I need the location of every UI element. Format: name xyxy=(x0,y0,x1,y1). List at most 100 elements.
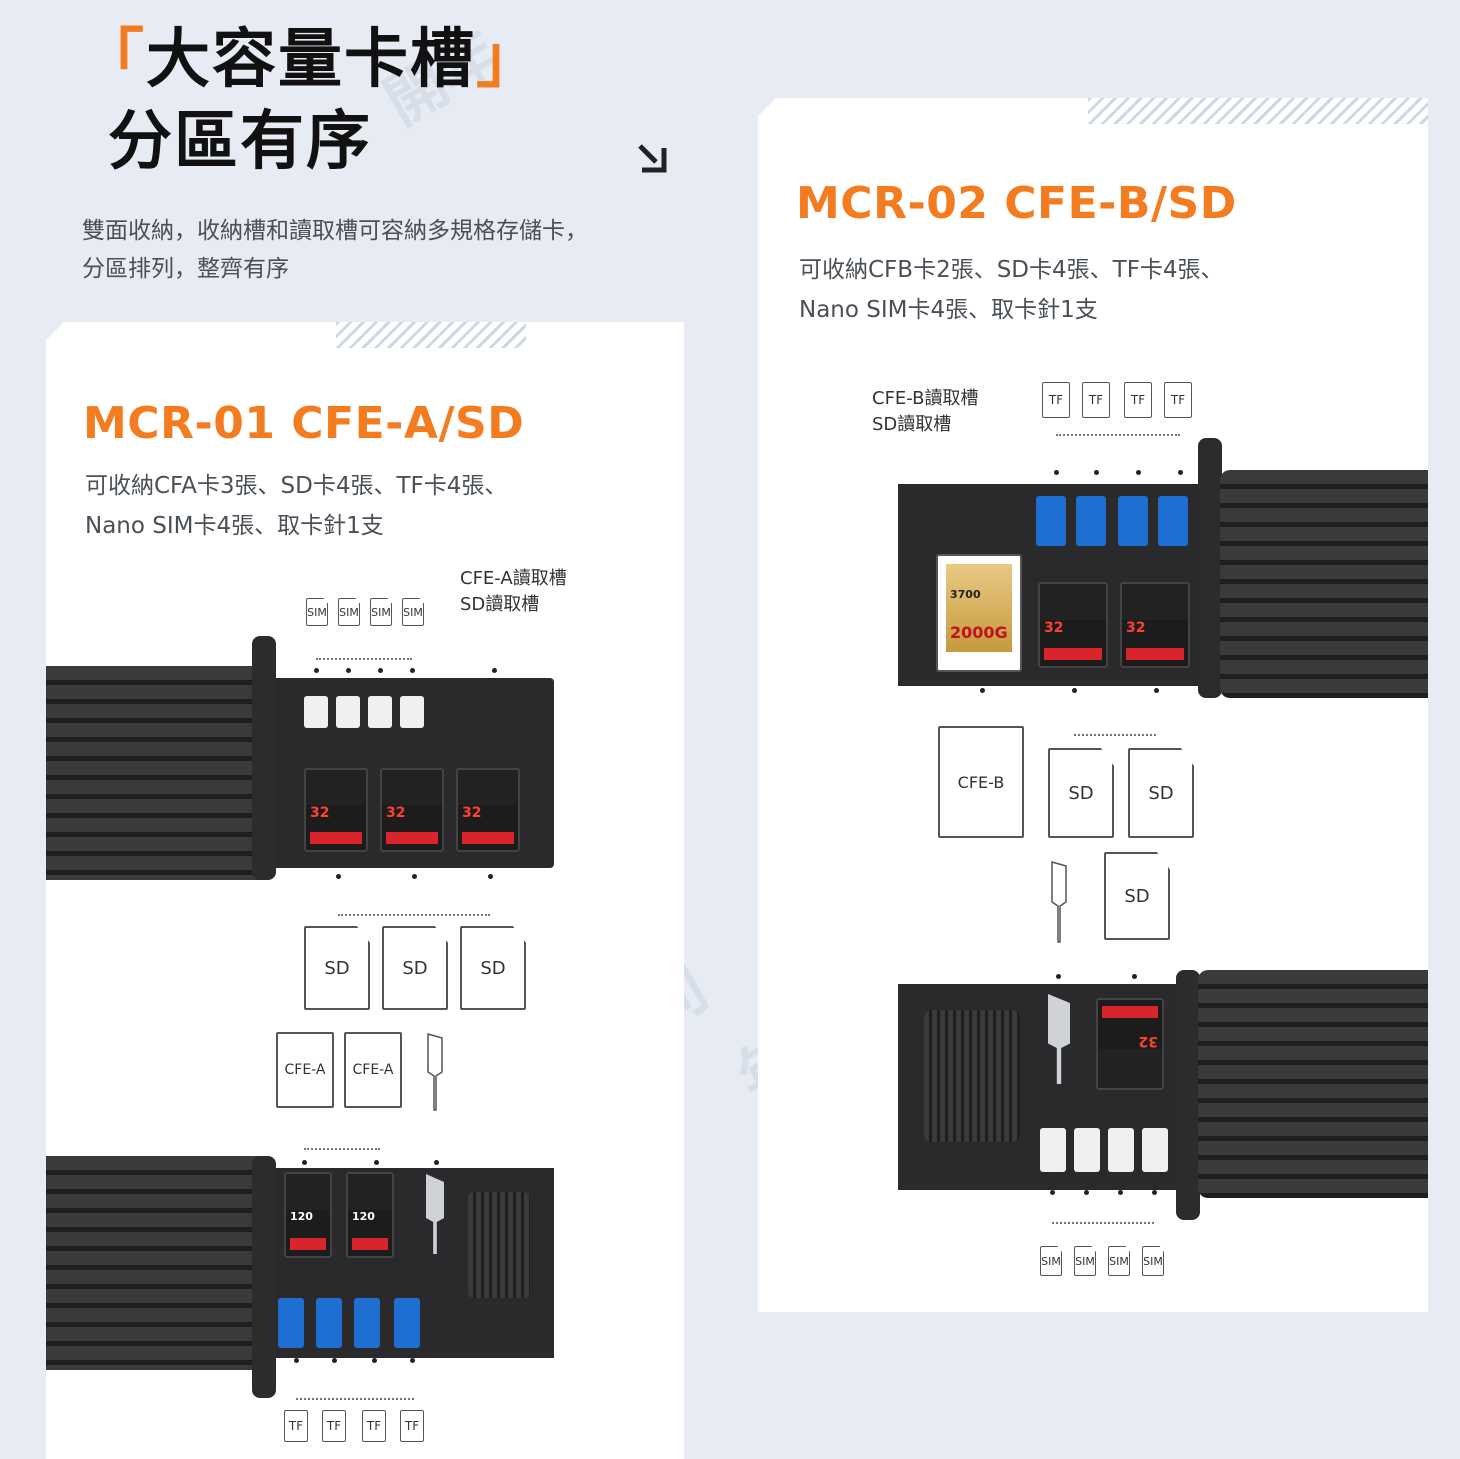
sim-card xyxy=(400,696,424,728)
eject-pin-icon xyxy=(1051,861,1067,943)
sim-slot: SIM xyxy=(370,598,392,626)
connector-dot xyxy=(336,874,341,879)
connector-dot xyxy=(378,668,383,673)
connector-dot xyxy=(374,1160,379,1165)
connector-dot xyxy=(980,688,985,693)
connector-dot xyxy=(412,874,417,879)
sim-card xyxy=(336,696,360,728)
sd-slot: SD xyxy=(1104,852,1170,940)
connector-dot xyxy=(410,668,415,673)
sim-slot: SIM xyxy=(1074,1246,1096,1276)
connector-dot xyxy=(1118,1190,1123,1195)
connector-dot xyxy=(332,1358,337,1363)
page-title: 「大容量卡槽」 xyxy=(80,23,542,97)
sim-slot: SIM xyxy=(402,598,424,626)
connector-dot xyxy=(1072,688,1077,693)
connector-dot xyxy=(294,1358,299,1363)
connector-dot xyxy=(1132,974,1137,979)
connector-dot xyxy=(1178,470,1183,475)
cfe-b-slot: CFE-B xyxy=(938,726,1024,838)
reader-hinge xyxy=(1198,438,1222,698)
sim-slot: SIM xyxy=(1108,1246,1130,1276)
reader-slot-label: CFE-B讀取槽 SD讀取槽 xyxy=(872,388,979,435)
product-description: 可收納CFA卡3張、SD卡4張、TF卡4張、 Nano SIM卡4張、取卡針1支 xyxy=(85,473,508,539)
tf-slot: TF xyxy=(362,1410,386,1442)
reader-hinge xyxy=(1176,970,1200,1220)
connector-dot xyxy=(1154,688,1159,693)
tf-card xyxy=(1036,496,1066,546)
tf-card xyxy=(354,1298,380,1348)
grip-pad xyxy=(468,1192,530,1298)
connector-dot xyxy=(1056,974,1061,979)
connector-line xyxy=(338,914,490,916)
connector-dot xyxy=(488,874,493,879)
tf-slot: TF xyxy=(1042,382,1070,418)
tf-card xyxy=(278,1298,304,1348)
decor-stripes xyxy=(336,322,526,348)
tf-slot: TF xyxy=(1164,382,1192,418)
sd-slot: SD xyxy=(304,926,370,1010)
tf-card xyxy=(1076,496,1106,546)
sim-card xyxy=(304,696,328,728)
eject-pin-icon xyxy=(427,1033,443,1111)
tf-slot: TF xyxy=(284,1410,308,1442)
reader-lid xyxy=(46,666,274,880)
connector-dot xyxy=(1094,470,1099,475)
sim-card xyxy=(368,696,392,728)
tf-slot: TF xyxy=(400,1410,424,1442)
page-subtitle: 分區有序 xyxy=(108,105,372,179)
connector-dot xyxy=(372,1358,377,1363)
sim-card xyxy=(1074,1128,1100,1172)
sim-card xyxy=(1142,1128,1168,1172)
connector-dot xyxy=(410,1358,415,1363)
reader-hinge xyxy=(252,636,276,880)
tf-slot: TF xyxy=(1124,382,1152,418)
sd-slot: SD xyxy=(460,926,526,1010)
product-description: 可收納CFB卡2張、SD卡4張、TF卡4張、 Nano SIM卡4張、取卡針1支 xyxy=(799,257,1224,323)
sd-slot: SD xyxy=(1048,748,1114,838)
tf-slot: TF xyxy=(1082,382,1110,418)
sd-card: 32 xyxy=(304,768,368,852)
connector-dot xyxy=(314,668,319,673)
reader-lid xyxy=(1198,970,1428,1198)
connector-line xyxy=(1056,434,1180,436)
connector-line xyxy=(1074,734,1156,736)
product-title: MCR-01 CFE-A/SD xyxy=(83,398,525,449)
connector-dot xyxy=(1050,1190,1055,1195)
tf-card xyxy=(1158,496,1188,546)
sd-card: 32 xyxy=(1096,998,1164,1090)
connector-dot xyxy=(346,668,351,673)
reader-slot-label: CFE-A讀取槽 SD讀取槽 xyxy=(460,568,567,615)
tf-slot: TF xyxy=(322,1410,346,1442)
panel-mcr-02: MCR-02 CFE-B/SD 可收納CFB卡2張、SD卡4張、TF卡4張、 N… xyxy=(758,98,1428,1312)
sd-card: 32 xyxy=(456,768,520,852)
connector-dot xyxy=(302,1160,307,1165)
reader-hinge xyxy=(252,1156,276,1398)
cfe-a-card: 120 xyxy=(284,1172,332,1258)
connector-line xyxy=(296,1398,414,1400)
reader-lid xyxy=(46,1156,274,1370)
connector-dot xyxy=(1136,470,1141,475)
decor-stripes xyxy=(1088,98,1428,124)
product-title: MCR-02 CFE-B/SD xyxy=(796,178,1237,229)
tf-card xyxy=(394,1298,420,1348)
cfe-a-slot: CFE-A xyxy=(344,1032,402,1108)
grip-pad xyxy=(924,1010,1020,1142)
sd-slot: SD xyxy=(1128,748,1194,838)
sd-card: 32 xyxy=(1120,582,1190,668)
connector-line xyxy=(304,1148,380,1150)
sim-card xyxy=(1108,1128,1134,1172)
connector-dot xyxy=(434,1160,439,1165)
intro-text: 雙面收納，收納槽和讀取槽可容納多規格存儲卡， 分區排列，整齊有序 xyxy=(82,218,588,282)
connector-dot xyxy=(492,668,497,673)
collapse-arrow-icon[interactable] xyxy=(636,142,670,176)
connector-line xyxy=(316,658,412,660)
sim-slot: SIM xyxy=(338,598,360,626)
sim-slot: SIM xyxy=(306,598,328,626)
sim-slot: SIM xyxy=(1040,1246,1062,1276)
cfe-a-slot: CFE-A xyxy=(276,1032,334,1108)
connector-dot xyxy=(1084,1190,1089,1195)
sim-slot: SIM xyxy=(1142,1246,1164,1276)
sd-card: 32 xyxy=(380,768,444,852)
sd-card: 32 xyxy=(1038,582,1108,668)
